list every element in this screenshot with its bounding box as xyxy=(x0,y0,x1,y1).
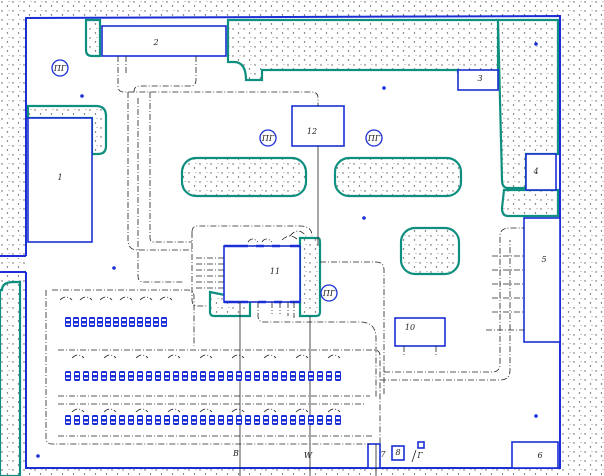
hydrant-label: ПГ xyxy=(322,289,336,298)
building-3 xyxy=(457,69,499,91)
building-9 xyxy=(417,441,425,449)
marker-icon xyxy=(112,266,116,270)
marker-icon xyxy=(36,454,40,458)
label-building-8: 8 xyxy=(395,448,400,457)
label-building-12: 12 xyxy=(307,127,317,136)
line-markers: В W Г xyxy=(232,449,423,460)
hydrant-icon: ПГ xyxy=(365,129,383,147)
building-labels: 1 2 3 4 5 6 7 8 10 11 12 xyxy=(57,38,546,460)
building-4 xyxy=(525,153,557,191)
label-building-4: 4 xyxy=(532,167,538,176)
road-lines xyxy=(45,56,524,446)
parking-row-2 xyxy=(65,371,341,381)
marker-icon xyxy=(534,42,538,46)
hydrant-icon: ПГ xyxy=(259,129,277,147)
building-5 xyxy=(523,217,561,343)
star-markers xyxy=(36,42,538,458)
green-zone xyxy=(500,188,560,218)
green-island xyxy=(180,156,308,198)
building-11 xyxy=(223,245,301,303)
marker-icon xyxy=(382,86,386,90)
marker-b: В xyxy=(232,449,239,458)
buildings xyxy=(27,25,561,469)
hydrant-icon: ПГ xyxy=(51,59,69,77)
utility-lines xyxy=(239,146,417,476)
label-building-3: 3 xyxy=(477,74,482,83)
green-zone xyxy=(0,280,22,476)
hydrant-label: ПГ xyxy=(53,64,67,73)
green-zone xyxy=(298,236,322,318)
label-building-2: 2 xyxy=(152,38,158,47)
marker-icon xyxy=(362,216,366,220)
marker-w: W xyxy=(304,451,313,460)
building-8 xyxy=(391,445,405,461)
label-building-5: 5 xyxy=(541,255,546,264)
building-1 xyxy=(27,117,93,243)
building-12 xyxy=(291,105,345,147)
green-island xyxy=(333,156,463,198)
building-10 xyxy=(394,317,446,347)
green-zones xyxy=(0,18,560,476)
marker-g: Г xyxy=(416,451,423,460)
hydrant-label: ПГ xyxy=(261,134,275,143)
hydrant-label: ПГ xyxy=(367,134,381,143)
fire-hydrants: ПГ ПГ ПГ ПГ xyxy=(51,59,383,302)
label-building-7: 7 xyxy=(380,450,386,459)
building-7 xyxy=(367,443,381,469)
hydrant-icon: ПГ xyxy=(320,284,338,302)
label-building-11: 11 xyxy=(270,267,280,276)
building-11-edges xyxy=(224,244,300,304)
label-building-1: 1 xyxy=(57,173,62,182)
marker-icon xyxy=(534,414,538,418)
green-zone xyxy=(84,18,102,58)
green-island xyxy=(399,226,461,276)
parking-row-3 xyxy=(65,415,341,425)
label-building-6: 6 xyxy=(537,451,542,460)
building-2 xyxy=(101,25,227,57)
building-6 xyxy=(511,441,559,469)
marker-icon xyxy=(80,94,84,98)
label-building-10: 10 xyxy=(405,323,415,332)
